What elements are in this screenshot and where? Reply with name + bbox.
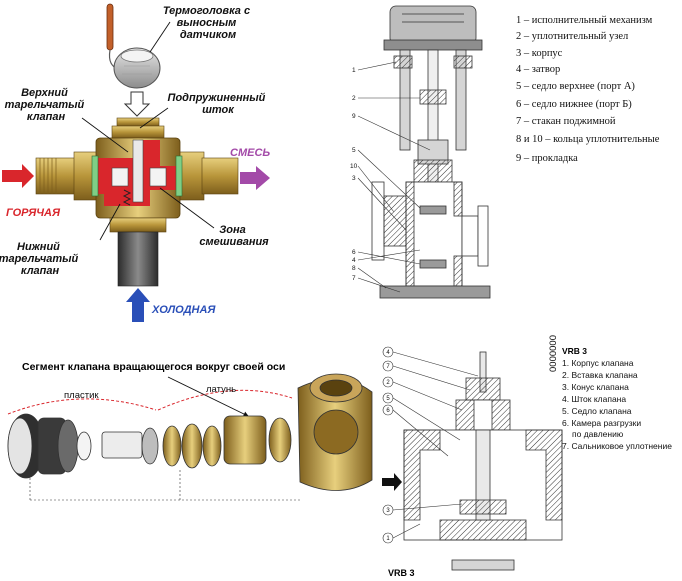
- svg-text:1: 1: [386, 536, 390, 542]
- sensor-bulb: [106, 3, 114, 51]
- section-leader-lines: [357, 61, 431, 293]
- label-plastic: пластик: [64, 390, 99, 401]
- thermo-valve-illustration: [2, 3, 270, 322]
- svg-text:2: 2: [386, 380, 390, 386]
- svg-text:10: 10: [350, 163, 358, 170]
- thermo-leader-lines: [81, 21, 215, 241]
- svg-text:4: 4: [386, 350, 390, 356]
- plastic-bracket: [7, 398, 157, 415]
- label-stem: Подпружиненный шток: [168, 92, 269, 116]
- assembly-axis-lines: [29, 470, 300, 501]
- rotary-segment: [223, 415, 267, 465]
- brass-ring: [162, 425, 182, 467]
- label-mix: СМЕСЬ: [230, 147, 270, 159]
- actuator-housing: [389, 5, 477, 45]
- section-legend: 1 – исполнительный механизм 2 – уплотнит…: [516, 15, 660, 164]
- cold-flow-arrow-icon: [126, 288, 150, 322]
- vrb3-legend: 1. Корпус клапана 2. Вставка клапана 3. …: [562, 358, 672, 451]
- vrb3-legend-item: 7. Сальниковое уплотнение: [562, 441, 672, 451]
- vrb3-section: [403, 351, 563, 571]
- section-legend-item: 6 – седло нижнее (порт Б): [516, 99, 632, 110]
- label-mixing-zone: Зона смешивания: [199, 224, 269, 248]
- svg-text:7: 7: [352, 275, 356, 282]
- section-legend-item: 8 и 10 – кольца уплотнительные: [516, 134, 660, 145]
- section-legend-item: 3 – корпус: [516, 48, 563, 59]
- valve-body-section: [405, 181, 463, 287]
- svg-text:9: 9: [352, 113, 356, 120]
- label-cold: ХОЛОДНАЯ: [151, 304, 216, 316]
- vrb3-legend-item: 4. Шток клапана: [562, 394, 626, 404]
- svg-text:3: 3: [352, 175, 356, 182]
- svg-text:1: 1: [352, 67, 356, 74]
- actuation-arrow-icon: [123, 91, 151, 117]
- vrb3-legend-item: 2. Вставка клапана: [562, 370, 638, 380]
- svg-text:4: 4: [352, 257, 356, 264]
- hot-flow-arrow-icon: [2, 164, 34, 188]
- section-legend-item: 2 – уплотнительный узел: [516, 31, 628, 42]
- brass-bracket: [157, 389, 293, 411]
- rotary-title: Сегмент клапана вращающегося вокруг свое…: [22, 361, 285, 373]
- svg-text:6: 6: [352, 249, 356, 256]
- vrb3-legend-item: 5. Седло клапана: [562, 406, 632, 416]
- label-lower-valve: Нижний тарельчатый клапан: [0, 241, 81, 277]
- mix-flow-arrow-icon: [240, 166, 270, 190]
- svg-text:5: 5: [386, 396, 390, 402]
- svg-text:7: 7: [386, 364, 390, 370]
- label-brass: латунь: [206, 384, 236, 395]
- vrb3-legend-item: 6. Камера разгрузки: [562, 418, 641, 428]
- label-thermo-head: Термоголовка с выносным датчиком: [163, 5, 253, 41]
- svg-text:2: 2: [352, 95, 356, 102]
- svg-text:8: 8: [352, 265, 356, 272]
- rotary-title-leader: [167, 376, 249, 417]
- exploded-parts: [7, 373, 373, 491]
- svg-text:5: 5: [352, 147, 356, 154]
- vrb3-legend-item: 3. Конус клапана: [562, 382, 629, 392]
- section-legend-item: 1 – исполнительный механизм: [516, 15, 653, 26]
- vrb3-callout-numbers: 4 7 2 5 6 3 1: [386, 350, 390, 542]
- vrb3-legend-item: 1. Корпус клапана: [562, 358, 634, 368]
- vrb3-side-code: 0000000: [548, 335, 559, 372]
- label-hot: ГОРЯЧАЯ: [6, 207, 61, 219]
- section-drawing: [371, 5, 491, 299]
- vrb3-flow-arrow-icon: [382, 473, 402, 491]
- svg-text:6: 6: [386, 408, 390, 414]
- section-legend-item: 9 – прокладка: [516, 153, 578, 164]
- svg-text:3: 3: [386, 508, 390, 514]
- vrb3-legend-item: по давлению: [572, 429, 624, 439]
- section-legend-item: 4 – затвор: [516, 64, 560, 75]
- mix-outlet-port: [201, 157, 239, 195]
- vrb3-caption: VRB 3: [388, 568, 415, 578]
- label-upper-valve: Верхний тарельчатый клапан: [5, 87, 88, 123]
- section-callouts: 1 2 9 5 10 3 6 4 8 7: [350, 67, 358, 282]
- vrb3-callouts: [382, 346, 479, 544]
- cold-inlet-port: [117, 231, 159, 287]
- vrb3-title: VRB 3: [562, 346, 587, 356]
- spring-icon: [122, 189, 132, 206]
- section-legend-item: 5 – седло верхнее (порт А): [516, 81, 635, 92]
- section-legend-item: 7 – стакан поджимной: [516, 116, 616, 127]
